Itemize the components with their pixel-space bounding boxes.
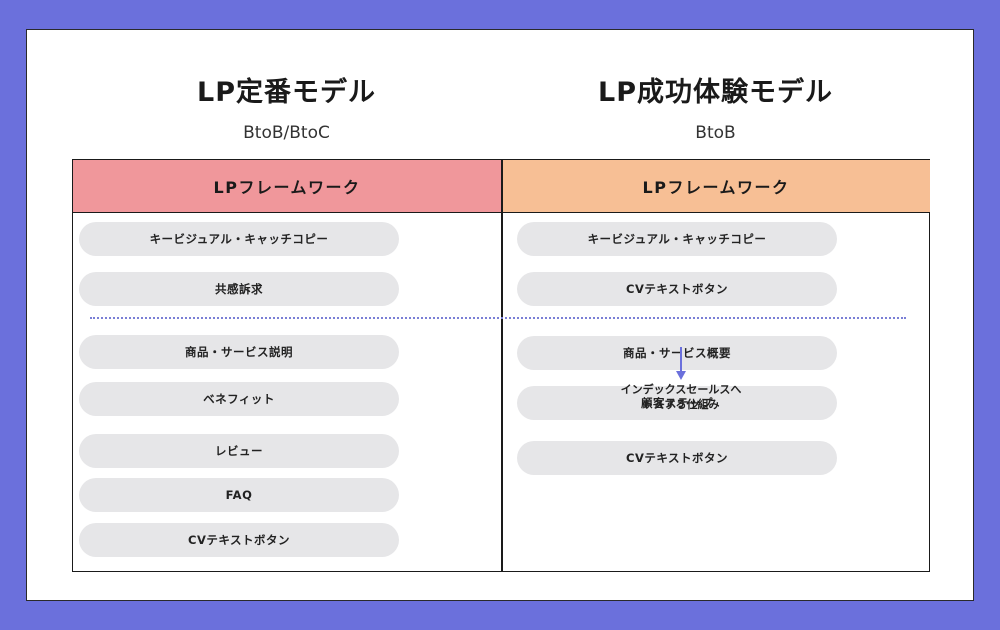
left-item-review: レビュー <box>79 434 399 468</box>
note-line-2: トスする仕組み <box>642 398 720 411</box>
left-framework-header: LPフレームワーク <box>73 160 501 213</box>
down-arrow-icon <box>676 347 686 380</box>
left-item-faq: FAQ <box>79 478 399 512</box>
left-item-key-visual: キービジュアル・キャッチコピー <box>79 222 399 256</box>
right-model-title: LP成功体験モデル <box>598 77 833 108</box>
left-item-product-description: 商品・サービス説明 <box>79 335 399 369</box>
left-model-subtitle: BtoB/BtoC <box>243 123 330 143</box>
left-item-cv-button: CVテキストボタン <box>79 523 399 557</box>
right-item-cv-button-bottom: CVテキストボタン <box>517 441 837 475</box>
left-item-empathy: 共感訴求 <box>79 272 399 306</box>
right-item-key-visual: キービジュアル・キャッチコピー <box>517 222 837 256</box>
section-divider <box>90 317 906 319</box>
right-framework-header: LPフレームワーク <box>502 160 930 213</box>
diagram-panel: LP定番モデル BtoB/BtoC LP成功体験モデル BtoB LPフレームワ… <box>26 29 974 601</box>
note-line-1: インデックスセールスへ <box>620 383 742 396</box>
left-model-title: LP定番モデル <box>197 77 376 108</box>
right-item-customer-steps: 顧客ステップ <box>517 386 837 420</box>
inside-sales-note: インデックスセールスへ トスする仕組み <box>587 382 775 412</box>
column-separator <box>501 160 503 571</box>
right-item-product-overview: 商品・サービス概要 <box>517 336 837 370</box>
framework-table: LPフレームワーク LPフレームワーク <box>72 159 930 572</box>
right-item-cv-button-top: CVテキストボタン <box>517 272 837 306</box>
right-model-subtitle: BtoB <box>695 123 736 143</box>
left-item-benefit: ベネフィット <box>79 382 399 416</box>
